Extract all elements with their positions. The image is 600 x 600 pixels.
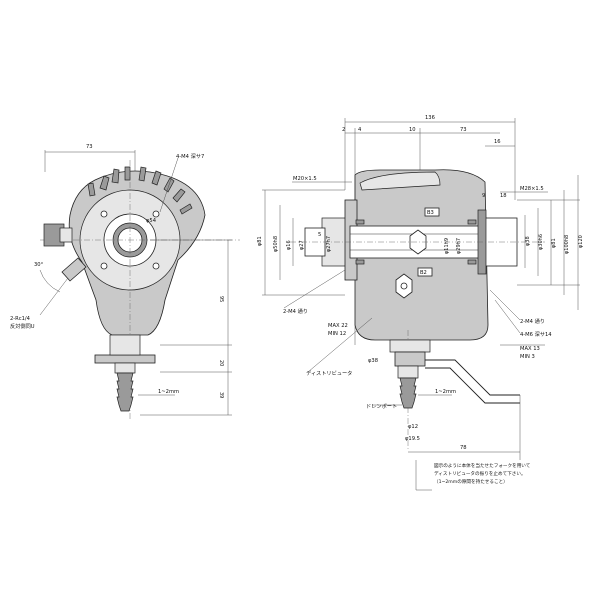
d27h7-label: φ27h7 xyxy=(326,236,332,252)
b2-tag xyxy=(417,267,433,277)
clearance-r-label: 1~2mm xyxy=(435,389,456,395)
distributor-label: ディストリビュータ xyxy=(306,369,352,377)
note-line-1: 図示のように本体を当たせたフォークを用いて xyxy=(434,462,531,469)
b3-label: B3 xyxy=(427,210,434,216)
distributor-neck xyxy=(397,365,419,379)
drain-barb xyxy=(399,377,417,409)
top-cap xyxy=(359,171,441,191)
dim-10-label: 10 xyxy=(409,127,416,133)
max22-label: MAX 22 xyxy=(328,323,348,329)
right-section-view: 136 2 4 10 73 16 B3 xyxy=(257,115,584,491)
angle-arc xyxy=(39,269,61,293)
thread-m28-label: M28×1.5 xyxy=(520,186,544,192)
dim-9-label: 9 xyxy=(482,193,485,199)
leader-line xyxy=(39,277,69,316)
d38b-label: φ38 xyxy=(368,358,378,364)
m6-label: 4-M6 深サ14 xyxy=(520,330,552,338)
d81-label: φ81 xyxy=(257,236,263,246)
min12-label: MIN 12 xyxy=(328,331,346,337)
o-ring-icon xyxy=(467,219,477,225)
bottom-flange xyxy=(94,354,156,364)
left-front-view: 73 30° xyxy=(10,144,240,420)
hose-barb xyxy=(116,372,134,412)
pcd-label: φ54 xyxy=(146,218,157,224)
d120-label: φ120 xyxy=(578,235,584,248)
dim-4-label: 4 xyxy=(358,127,362,133)
port-note-label: 反対側同U xyxy=(10,322,35,330)
d50-label: φ50h8 xyxy=(273,236,279,252)
note-line-2: ディストリビュータの振りを止めて下さい。 xyxy=(434,470,526,477)
d19-label: φ19.5 xyxy=(405,436,420,442)
distributor-base xyxy=(389,339,431,353)
holes-label: 4-M4 深サ7 xyxy=(176,152,204,160)
bolt-hole-icon xyxy=(152,262,160,270)
dim-39-label: 39 xyxy=(218,392,224,398)
leader-line xyxy=(307,317,373,373)
o-ring-icon xyxy=(355,259,365,265)
d16-label: φ16 xyxy=(286,240,292,250)
dim-2-label: 2 xyxy=(342,127,345,133)
hex-nut-icon xyxy=(409,229,427,255)
dim-73r-label: 73 xyxy=(460,127,467,133)
d11-label: φ11h9 xyxy=(444,238,450,254)
dim-20-label: 20 xyxy=(218,360,224,366)
d29-label: φ29h7 xyxy=(456,238,462,254)
distributor-body xyxy=(394,351,426,367)
stem-upper xyxy=(109,334,141,356)
max13-label: MAX 13 xyxy=(520,346,540,352)
d38-label: φ38 xyxy=(525,236,531,246)
dim-95-label: 95 xyxy=(218,296,224,302)
fork-bracket xyxy=(425,359,520,396)
o-ring-icon xyxy=(467,259,477,265)
nut-bore xyxy=(400,282,408,290)
dim-18-label: 18 xyxy=(500,193,507,199)
dim-73-label: 73 xyxy=(86,144,93,150)
angled-port xyxy=(61,257,87,282)
leader-line xyxy=(494,299,521,334)
dim-78-label: 78 xyxy=(460,445,467,451)
dia-5-label: 5 xyxy=(318,232,321,238)
clearance-label: 1~2mm xyxy=(158,389,179,395)
dim-16-label: 16 xyxy=(494,139,501,145)
bolt-hole-icon xyxy=(100,210,108,218)
m4-right-label: 2-M4 通り xyxy=(520,317,545,325)
bolt-hole-icon xyxy=(100,262,108,270)
port-label: 2-Rc1/4 xyxy=(10,316,31,322)
side-port-boss xyxy=(59,227,73,243)
b2-label: B2 xyxy=(420,270,427,276)
d100h8-label: φ100h8 xyxy=(564,235,570,254)
leader-line xyxy=(489,289,521,321)
d81r-label: φ81 xyxy=(551,238,557,248)
leader-line xyxy=(283,269,346,309)
o-ring-icon xyxy=(355,219,365,225)
drain-label: ドレンポート xyxy=(366,402,397,410)
leader-line xyxy=(159,157,179,213)
bolt-hole-icon xyxy=(152,210,160,218)
d12-label: φ12 xyxy=(408,424,418,430)
m4-left-label: 2-M4 通り xyxy=(283,307,308,315)
b3-tag xyxy=(424,207,440,217)
min3-label: MIN 3 xyxy=(520,354,535,360)
stem-lower xyxy=(114,362,136,374)
d27-label: φ27 xyxy=(299,240,305,250)
angle-label: 30° xyxy=(34,262,44,268)
fork-bracket-lower xyxy=(425,367,520,404)
cooling-fins xyxy=(87,166,193,215)
dim-136-label: 136 xyxy=(425,115,435,121)
d30h6-label: φ30h6 xyxy=(538,234,544,250)
thread-m20-label: M20×1.5 xyxy=(293,176,317,182)
note-line-3: （1~2mmの隙間を持たせること） xyxy=(434,478,508,485)
